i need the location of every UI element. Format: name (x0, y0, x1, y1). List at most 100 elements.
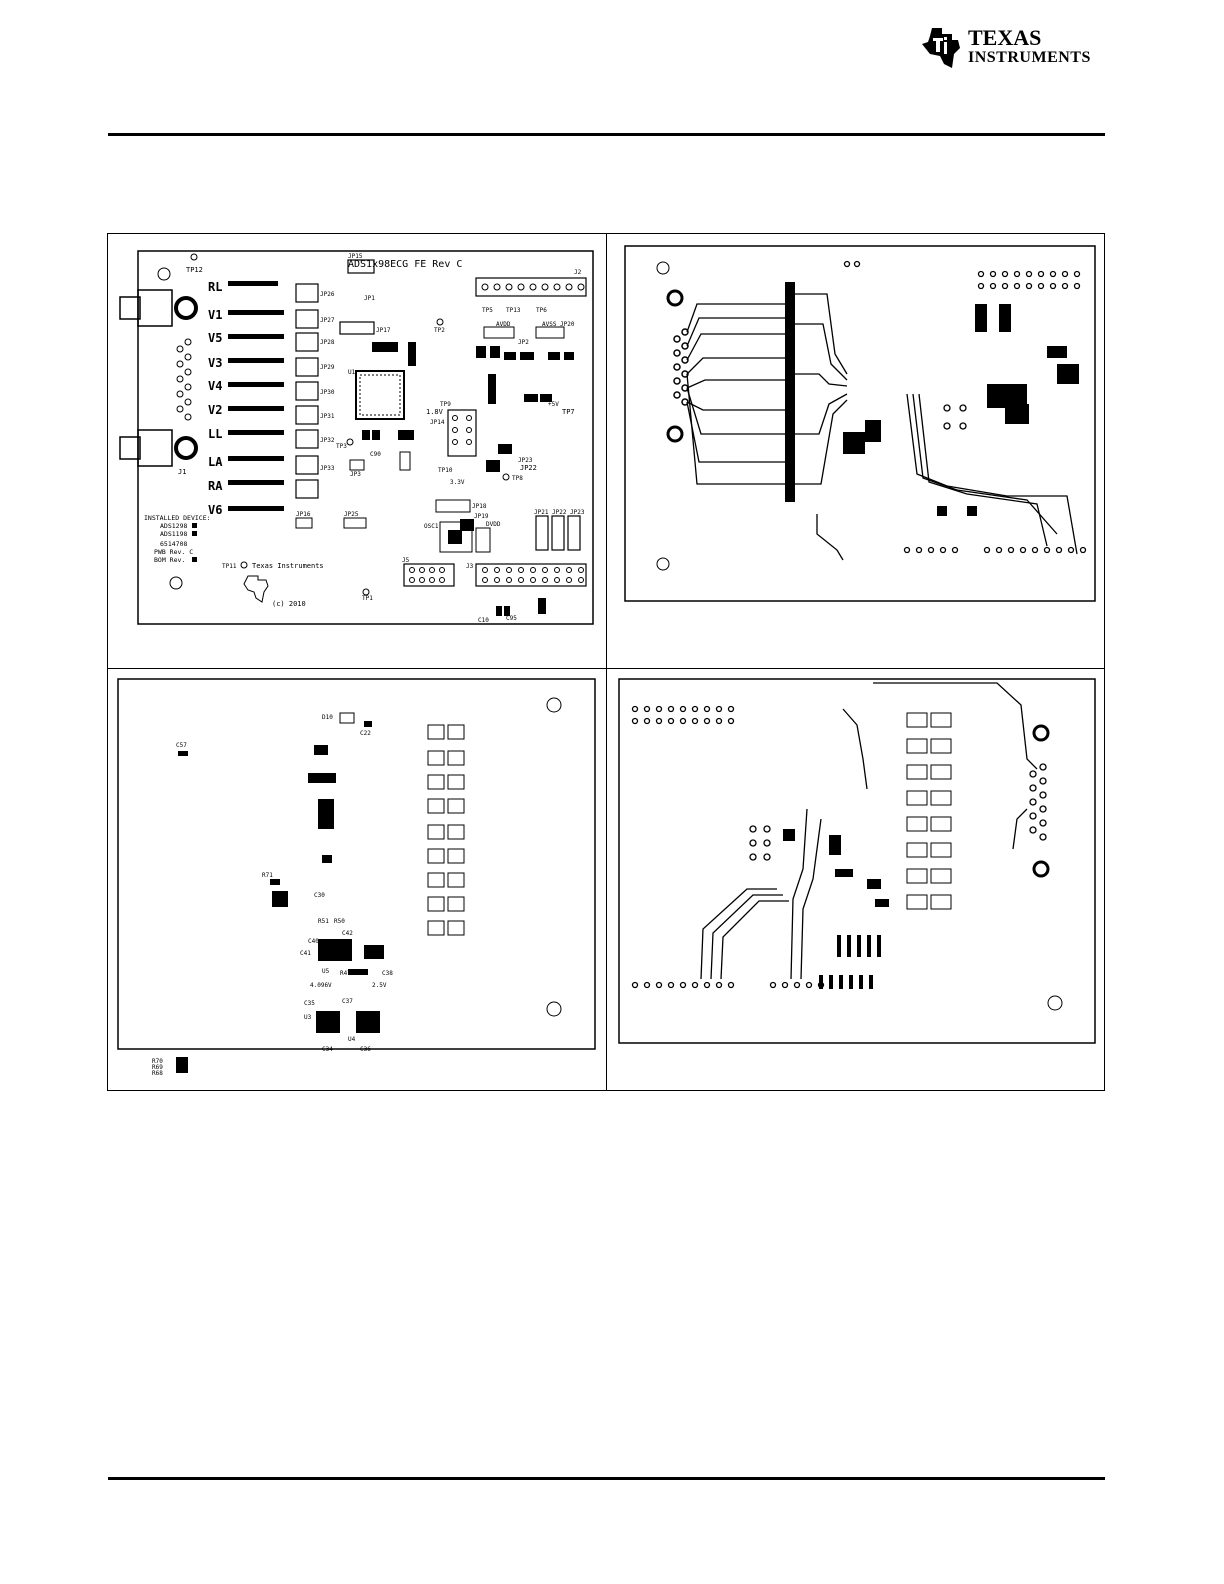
svg-text:JP1: JP1 (364, 295, 375, 302)
jumper-label: JP30 (320, 389, 335, 396)
electrode-label: V6 (208, 503, 222, 517)
svg-text:R51: R51 (318, 918, 329, 925)
jumper-label: JP29 (320, 364, 335, 371)
svg-text:R50: R50 (334, 918, 345, 925)
ti-logo-wordmark: TEXAS INSTRUMENTS (968, 25, 1091, 68)
header-j3 (475, 563, 587, 587)
tp12-label: TP12 (186, 266, 203, 274)
svg-text:TP6: TP6 (536, 307, 547, 314)
jumper-label: JP27 (320, 317, 335, 324)
grid-divider-horizontal (108, 668, 1104, 669)
svg-text:R69: R69 (152, 1064, 163, 1071)
copyright-text: (c) 2010 (272, 600, 306, 608)
svg-text:R47: R47 (340, 970, 351, 977)
svg-text:JP23: JP23 (570, 509, 585, 516)
svg-text:U5: U5 (322, 968, 330, 975)
svg-text:TP8: TP8 (512, 475, 523, 482)
svg-text:JP2: JP2 (518, 339, 529, 346)
svg-text:U4: U4 (348, 1036, 356, 1043)
svg-text:JP22: JP22 (520, 464, 537, 472)
svg-text:C40: C40 (308, 938, 319, 945)
svg-text:J3: J3 (466, 563, 474, 570)
jumper-label: JP26 (320, 291, 335, 298)
header-rule (108, 133, 1105, 136)
ti-logo-icon (922, 28, 960, 68)
jumper-label: JP28 (320, 339, 335, 346)
svg-text:U3: U3 (304, 1014, 312, 1021)
main-ic (355, 370, 405, 420)
svg-text:TP1: TP1 (362, 595, 373, 602)
svg-text:C37: C37 (342, 998, 353, 1005)
svg-text:J5: J5 (402, 557, 410, 564)
electrode-label: V1 (208, 308, 222, 322)
svg-text:JP23: JP23 (518, 457, 533, 464)
bottom-copper-panel (618, 678, 1096, 1044)
svg-text:C36: C36 (360, 1046, 371, 1053)
copper-pads (783, 829, 889, 989)
svg-text:JP25: JP25 (344, 511, 359, 518)
filter-components (228, 281, 284, 511)
svg-text:C95: C95 (506, 615, 517, 622)
ti-logo: TEXAS INSTRUMENTS (918, 24, 1108, 74)
svg-text:TP7: TP7 (562, 408, 575, 416)
svg-text:JP14: JP14 (430, 419, 445, 426)
power-components (460, 346, 574, 531)
svg-text:C35: C35 (304, 1000, 315, 1007)
grid-divider-vertical (606, 234, 607, 1090)
electrode-label: V2 (208, 403, 222, 417)
svg-text:C34: C34 (322, 1046, 333, 1053)
footer-rule (108, 1477, 1105, 1480)
svg-text:TP9: TP9 (440, 401, 451, 408)
svg-text:TP3: TP3 (336, 443, 347, 450)
copper-pads (785, 282, 1079, 516)
svg-text:AVSS: AVSS (542, 321, 557, 328)
pwb-number: 6514708 (160, 540, 187, 548)
svg-text:JP15: JP15 (348, 253, 363, 260)
svg-text:D10: D10 (322, 714, 333, 721)
jumper-label: JP32 (320, 437, 335, 444)
installed-device-text: INSTALLED DEVICE: (144, 514, 211, 522)
svg-text:TP13: TP13 (506, 307, 521, 314)
svg-text:R70: R70 (152, 1058, 163, 1065)
top-silkscreen-panel: ADS1x98ECG FE Rev C J1 TP12 RL V1 V5 V3 … (119, 250, 594, 625)
pwb-rev: PWB Rev. C (154, 548, 193, 556)
electrode-label: RA (208, 479, 223, 493)
svg-text:TP5: TP5 (482, 307, 493, 314)
svg-text:C30: C30 (314, 892, 325, 899)
svg-text:R71: R71 (262, 872, 273, 879)
copper-traces (686, 293, 1078, 561)
svg-text:C10: C10 (478, 617, 489, 624)
svg-text:JP18: JP18 (472, 503, 487, 510)
bom-rev: BOM Rev. (154, 556, 185, 564)
svg-text:DVDD: DVDD (486, 521, 501, 528)
svg-text:JP3: JP3 (350, 471, 361, 478)
electrode-label: RL (208, 280, 222, 294)
company-text: Texas Instruments (252, 562, 324, 570)
protection-diode-pads (906, 712, 952, 910)
svg-text:C41: C41 (300, 950, 311, 957)
svg-text:3.3V: 3.3V (450, 479, 465, 486)
top-copper-panel (624, 245, 1096, 602)
board-outline (117, 678, 596, 1050)
svg-text:TP10: TP10 (438, 467, 453, 474)
copper-traces (700, 682, 1038, 980)
pcb-figure-grid: ADS1x98ECG FE Rev C J1 TP12 RL V1 V5 V3 … (107, 233, 1105, 1091)
svg-text:4.096V: 4.096V (310, 982, 332, 989)
bottom-silkscreen-panel: D10 C22 C57 R71 C30 R51 R50 C40 (117, 678, 596, 1077)
svg-text:C90: C90 (370, 451, 381, 458)
svg-text:JP22: JP22 (552, 509, 567, 516)
logo-line1: TEXAS (968, 25, 1042, 50)
electrode-label: LL (208, 427, 222, 441)
svg-text:C42: C42 (342, 930, 353, 937)
svg-text:C22: C22 (360, 730, 371, 737)
device-option: ADS1298 (160, 522, 187, 530)
svg-text:C38: C38 (382, 970, 393, 977)
svg-text:OSC1: OSC1 (424, 523, 439, 530)
svg-text:J2: J2 (574, 269, 582, 276)
svg-text:JP21: JP21 (534, 509, 549, 516)
board-outline (624, 245, 1096, 602)
svg-text:AVDD: AVDD (496, 321, 511, 328)
svg-text:JP20: JP20 (560, 321, 575, 328)
header-j5 (403, 563, 455, 587)
svg-text:TP2: TP2 (434, 327, 445, 334)
